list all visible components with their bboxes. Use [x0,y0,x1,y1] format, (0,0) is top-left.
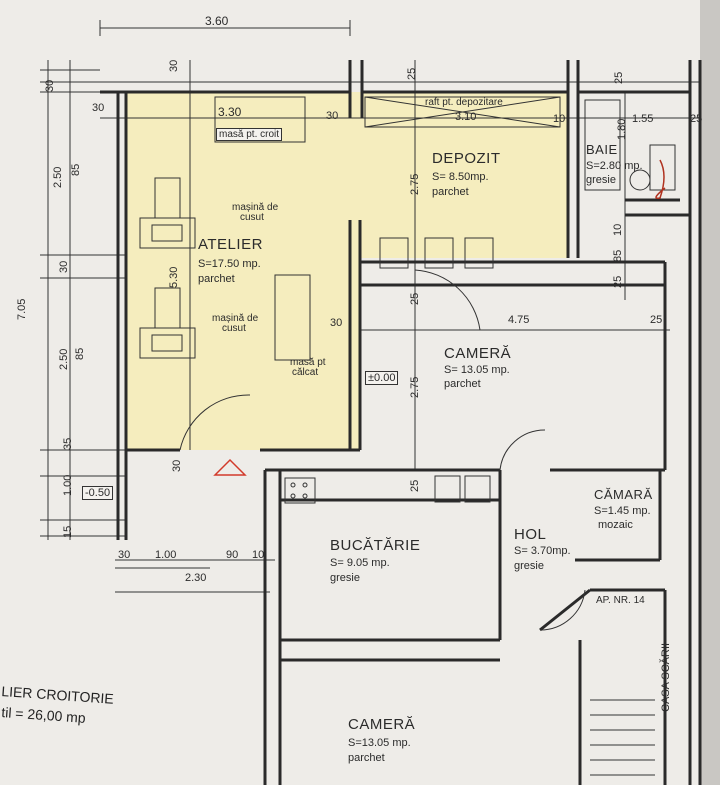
apartment-number: AP. NR. 14 [596,595,645,606]
room-atelier-name: ATELIER [198,236,263,253]
room-bucatarie-area: S= 9.05 mp. [330,557,390,569]
room-camara-area: S=1.45 mp. [594,505,651,517]
dim-wall: 30 [326,110,339,122]
shelf-label: raft pt. depozitare [425,97,503,108]
room-hol-area: S= 3.70mp. [514,545,571,557]
dim-wall: 30 [171,459,183,472]
atelier-highlight [126,92,568,450]
dim-left-250b: 2.50 [58,348,70,370]
sewing-machine-1-line2: cusut [240,212,264,223]
room-hol-name: HOL [514,526,547,543]
room-atelier-floor: parchet [198,273,235,285]
room-camara-name: CĂMARĂ [594,487,653,502]
dim-bottom-10: 10 [252,549,265,561]
room-baie-name: BAIE [586,142,618,157]
dim-wall: 25 [409,292,421,305]
dim-left-85: 85 [70,163,82,176]
room-camera2-floor: parchet [348,752,385,764]
ironing-table-line2: călcat [292,367,319,378]
dim-wall: 25 [612,275,624,288]
dim-bottom-90: 90 [226,549,239,561]
dim-wall: 30 [330,317,343,329]
dim-left-30: 30 [44,79,56,92]
dim-left-100: 1.00 [62,474,74,496]
dim-left-35: 35 [62,437,74,450]
room-camera2-area: S=13.05 mp. [348,737,411,749]
cutting-table-label: masă pt. croit [216,128,283,141]
dim-wall: 25 [613,71,625,84]
sewing-machine-2-line1: mașină de [212,313,259,324]
room-atelier-area: S=17.50 mp. [198,258,261,270]
stairs-label: CASA SCĂRII [660,642,672,712]
dim-camera-height: 2.75 [409,376,421,398]
dim-ten: 10 [553,113,566,125]
dim-wall: 25 [690,113,703,125]
dim-wall: 25 [650,314,663,326]
dim-wall: 30 [92,102,105,114]
dim-left-85b: 85 [74,347,86,360]
dim-left-705: 7.05 [16,298,28,320]
paper-shadow [700,0,720,785]
dim-bath-height: 1.80 [616,118,628,140]
dim-camera-width: 4.75 [508,314,530,326]
dim-left-30b: 30 [58,260,70,273]
dim-wall: 25 [406,67,418,80]
dim-85: 85 [612,249,624,262]
dim-bottom-100: 1.00 [155,549,177,561]
storage-shelf [364,96,561,128]
dim-bath-width: 1.55 [632,113,654,125]
dim-left-250: 2.50 [52,166,64,188]
dim-ten: 10 [612,223,624,236]
entry-marker [213,458,247,476]
level-minus: -0.50 [82,486,114,500]
room-camera2-name: CAMERĂ [348,716,416,733]
room-camera1-floor: parchet [444,378,481,390]
room-camera1-area: S= 13.05 mp. [444,364,510,376]
room-baie-area: S=2.80 mp. [586,160,643,172]
room-depozit-area: S= 8.50mp. [432,171,489,183]
room-hol-floor: gresie [514,560,544,572]
ironing-table-line1: masă pt [290,357,326,368]
room-bucatarie-name: BUCĂTĂRIE [330,537,421,554]
dim-wall: 30 [168,59,180,72]
room-camera1-name: CAMERĂ [444,345,512,362]
dim-bottom-30: 30 [118,549,131,561]
room-depozit-name: DEPOZIT [432,150,501,167]
cutting-table [214,96,306,143]
ironing-table [274,274,311,361]
dim-left-15: 15 [62,525,74,538]
dim-wall: 25 [409,479,421,492]
sewing-machine-2-line2: cusut [222,323,246,334]
room-camara-floor: mozaic [598,519,633,531]
room-baie-floor: gresie [586,174,616,186]
dim-atelier-height: 5.30 [168,266,180,288]
dim-top-width: 3.60 [205,14,229,28]
dim-depozit-height: 2.75 [409,173,421,195]
level-zero: ±0.00 [365,371,399,385]
dim-table-length: 3.30 [218,105,242,119]
room-depozit-floor: parchet [432,186,469,198]
dim-shelf-length: 3.10 [455,111,477,123]
bath-red-scribble [655,159,666,200]
room-bucatarie-floor: gresie [330,572,360,584]
dim-bottom-230: 2.30 [185,572,207,584]
sewing-machine-1-line1: mașină de [232,202,279,213]
